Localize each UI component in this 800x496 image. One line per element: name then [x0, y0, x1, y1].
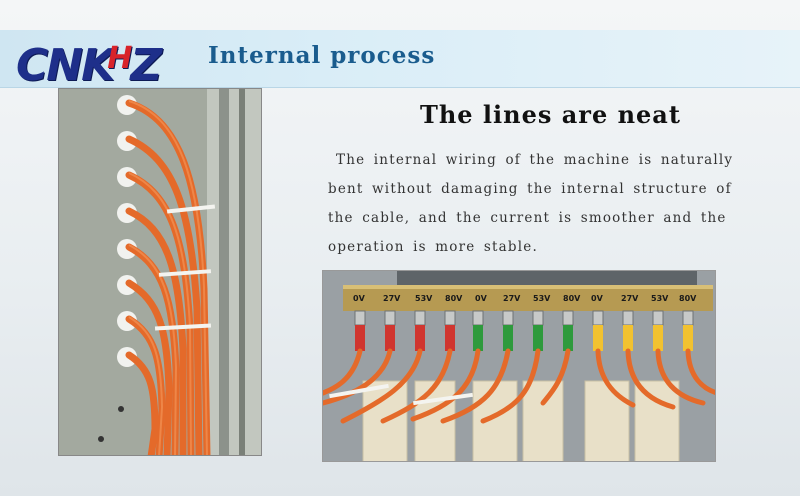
- cabinet-wiring-illustration: [59, 89, 261, 455]
- paragraph-line: bent without damaging the internal struc…: [328, 181, 732, 197]
- terminal-label: 27V: [621, 294, 639, 303]
- transformer-terminals-illustration: 0V 27V 53V 80V 0V 27V 53V 80V 0V 27V 53V…: [323, 271, 715, 461]
- terminal-label: 0V: [353, 294, 366, 303]
- terminal-label: 53V: [651, 294, 669, 303]
- terminal-label: 53V: [415, 294, 433, 303]
- terminal-label: 0V: [591, 294, 604, 303]
- logo-tail: Z: [130, 40, 162, 91]
- cabinet-wiring-photo: [58, 88, 262, 456]
- terminal-label: 27V: [503, 294, 521, 303]
- terminal-label: 0V: [475, 294, 488, 303]
- terminal-label: 80V: [679, 294, 697, 303]
- terminal-label: 53V: [533, 294, 551, 303]
- paragraph-line: the cable, and the current is smoother a…: [328, 210, 727, 226]
- terminal-label: 80V: [445, 294, 463, 303]
- header-title: Internal process: [208, 42, 436, 69]
- transformer-terminals-photo: 0V 27V 53V 80V 0V 27V 53V 80V 0V 27V 53V…: [322, 270, 716, 462]
- header-band: [0, 30, 800, 88]
- brand-logo: CNKHZ: [16, 34, 162, 91]
- paragraph-line: The internal wiring of the machine is na…: [336, 152, 734, 168]
- description-paragraph: The internal wiring of the machine is na…: [328, 146, 734, 262]
- terminal-label: 80V: [563, 294, 581, 303]
- section-subtitle: The lines are neat: [420, 100, 681, 129]
- logo-text: CNK: [16, 40, 115, 91]
- terminal-label: 27V: [383, 294, 401, 303]
- paragraph-line: operation is more stable.: [328, 239, 538, 255]
- logo-accent: H: [107, 41, 132, 76]
